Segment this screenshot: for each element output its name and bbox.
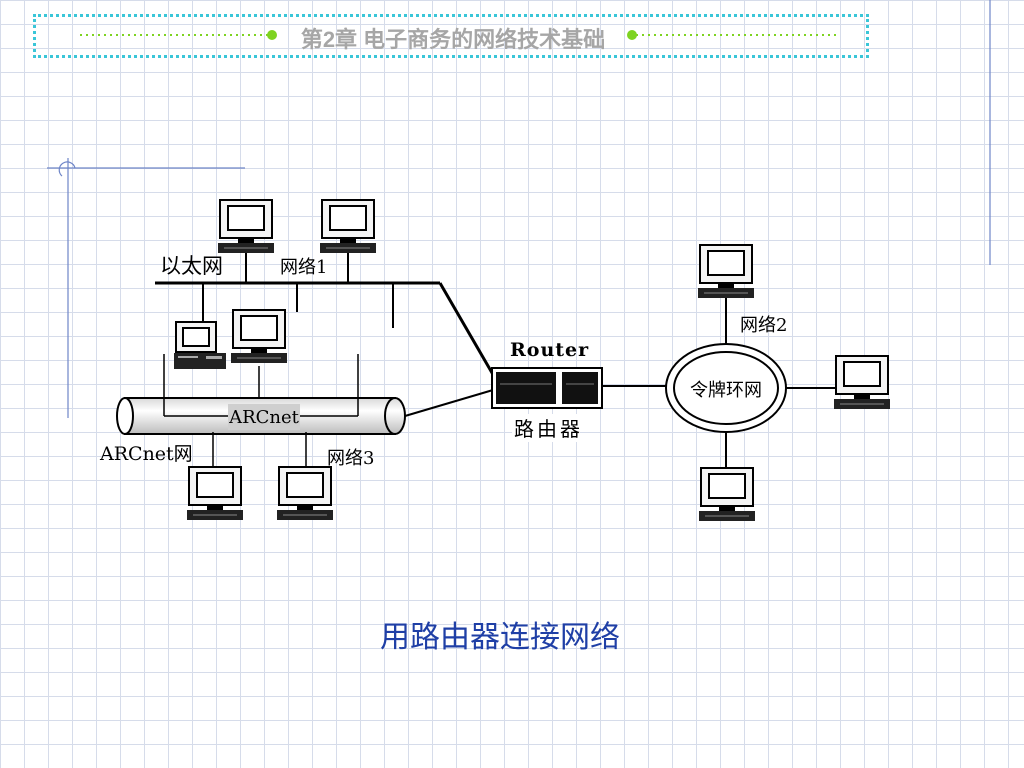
router-side-panel — [562, 372, 598, 404]
arcnet-cable-end — [384, 397, 406, 435]
network3-label: 网络3 — [327, 448, 374, 469]
token-ring-label: 令牌环网 — [690, 380, 762, 401]
header-dot-left — [267, 30, 277, 40]
header-frame — [33, 14, 869, 58]
token-ring-computer — [833, 355, 891, 410]
router-label: Router — [510, 339, 589, 361]
router-cn-label: 路由器 — [514, 417, 583, 441]
ethernet-computer — [230, 309, 288, 364]
ethernet-to-router-link — [438, 282, 497, 379]
arcnet-to-router-link — [404, 389, 494, 417]
slide-caption: 用路由器连接网络 — [380, 620, 620, 655]
arcnet-label: ARCnet — [228, 407, 300, 428]
arcnet-computer — [186, 466, 244, 521]
decor-guide-hook — [58, 161, 76, 177]
ethernet-computer — [217, 199, 275, 254]
ethernet-computer — [319, 199, 377, 254]
network1-label: 网络1 — [280, 257, 327, 278]
token-ring-computer — [697, 244, 755, 299]
arcnet-cable-end — [116, 397, 134, 435]
network2-label: 网络2 — [740, 315, 787, 336]
router-cn-label-box — [512, 414, 580, 442]
router-front-panel — [496, 372, 556, 404]
token-ring-computer — [698, 467, 756, 522]
arcnet-label-box — [228, 404, 300, 430]
header-dot-right — [627, 30, 637, 40]
slide-header-title: 第2章 电子商务的网络技术基础 — [300, 27, 606, 52]
arcnet-computer — [276, 466, 334, 521]
token-ring-inner — [673, 351, 779, 425]
arcnet-network-label: ARCnet网 — [99, 443, 193, 465]
ethernet-label: 以太网 — [160, 254, 223, 278]
ethernet-computer — [173, 321, 227, 370]
